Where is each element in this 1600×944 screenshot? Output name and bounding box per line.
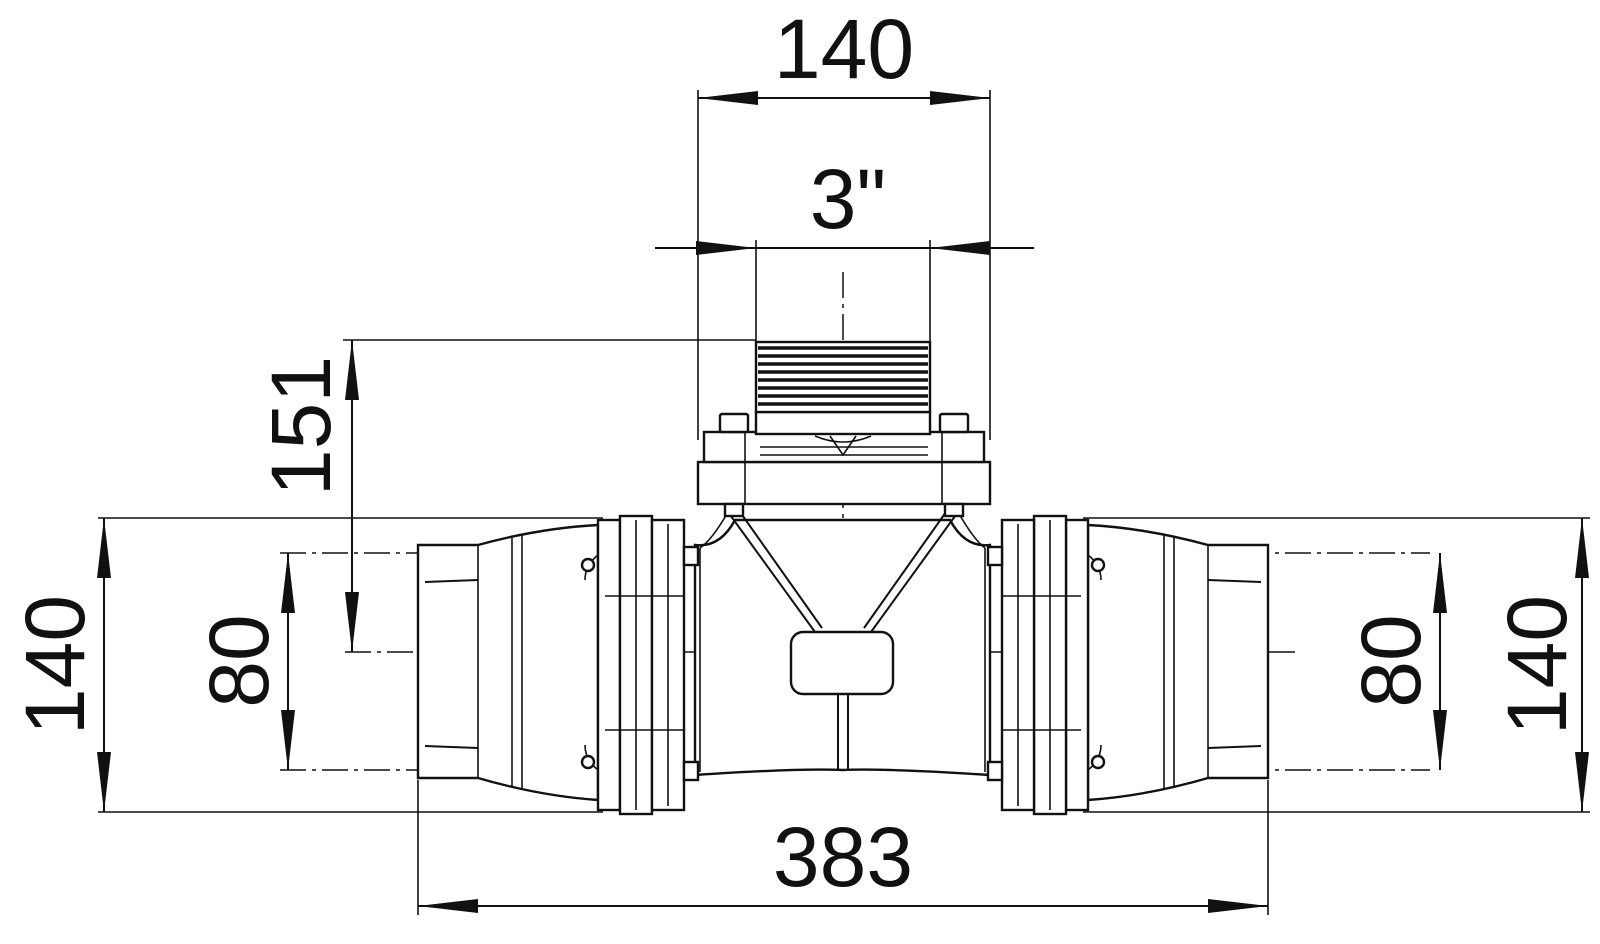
dim-right-inner: 80 xyxy=(1344,614,1438,707)
dim-overall-length: 383 xyxy=(773,810,913,904)
dimension-labels: 140 3" 151 140 80 80 140 383 xyxy=(8,2,1584,904)
extension-lines xyxy=(98,90,1590,915)
dim-right-outer: 140 xyxy=(1490,595,1584,735)
threaded-outlet xyxy=(754,340,932,414)
dim-outlet-height: 151 xyxy=(254,356,348,496)
top-outlet xyxy=(696,340,992,518)
thread-collar xyxy=(754,410,932,436)
dim-top-width: 140 xyxy=(774,2,914,96)
dim-left-outer: 140 xyxy=(8,595,102,735)
left-coupling xyxy=(416,514,700,816)
right-coupling xyxy=(986,514,1270,816)
center-boss xyxy=(789,630,895,696)
left-nut-lip xyxy=(596,518,622,812)
tee-body xyxy=(693,511,992,777)
dimension-lines xyxy=(97,91,1589,913)
outlet-flange xyxy=(696,460,992,506)
dim-thread-size: 3" xyxy=(810,152,887,246)
dim-left-inner: 80 xyxy=(192,614,286,707)
